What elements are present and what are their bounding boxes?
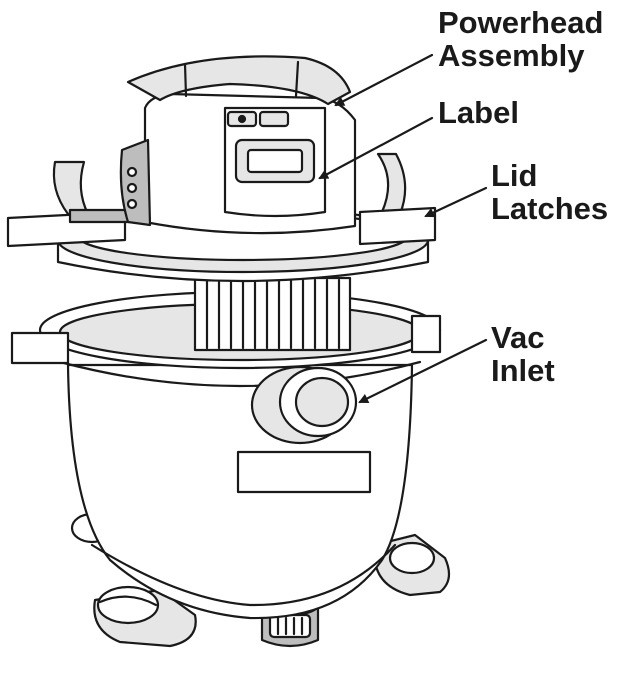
lid-latches-leader-line <box>424 186 488 218</box>
powerhead-assembly-callout: Powerhead Assembly <box>438 6 603 72</box>
vac-inlet-callout: Vac Inlet <box>491 321 555 387</box>
vac-inlet-callout-line1: Vac <box>491 320 545 355</box>
powerhead-leader-line <box>334 53 434 107</box>
front-left-caster <box>93 585 197 648</box>
left-lid-latch <box>6 160 132 248</box>
label-callout-line1: Label <box>438 95 519 130</box>
vac-inlet-leader-line <box>358 338 488 404</box>
label-callout: Label <box>438 96 519 129</box>
powerhead-callout-line1: Powerhead <box>438 5 604 40</box>
cartridge-filter <box>193 276 352 352</box>
lid-latches-callout: Lid Latches <box>491 159 608 225</box>
carry-handle <box>126 55 352 106</box>
lid-latches-callout-line1: Lid <box>491 158 538 193</box>
label-leader-line <box>318 116 434 180</box>
powerhead-label-panel <box>234 138 316 184</box>
powerhead-callout-line2: Assembly <box>438 38 585 73</box>
right-lid-latch <box>358 152 437 246</box>
power-switch <box>226 110 290 128</box>
lid-latches-callout-line2: Latches <box>491 191 609 226</box>
vac-inlet-callout-line2: Inlet <box>491 353 555 388</box>
vac-inlet-port <box>250 365 358 445</box>
